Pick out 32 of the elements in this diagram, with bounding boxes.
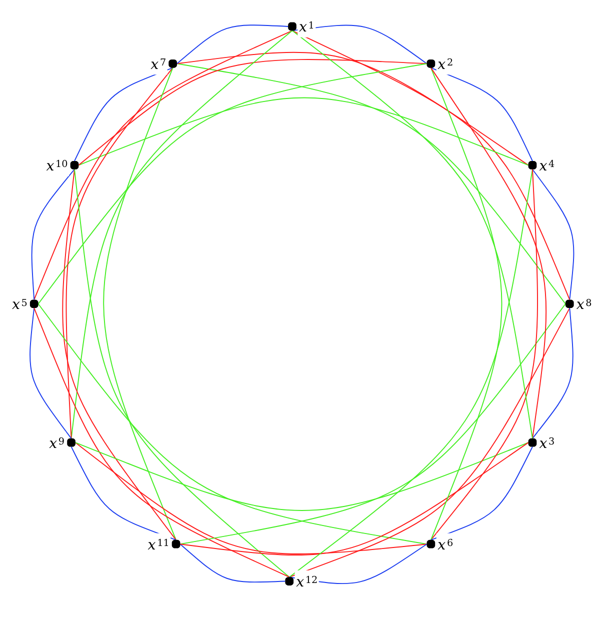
- connector: [532, 168, 574, 300]
- connector: [74, 67, 174, 162]
- connector: [103, 67, 176, 540]
- connector: [38, 303, 428, 545]
- connector: [31, 168, 75, 300]
- connector: [176, 63, 566, 304]
- connector: [176, 24, 289, 64]
- connector: [70, 446, 176, 540]
- connector: [288, 168, 533, 578]
- connector: [176, 52, 529, 166]
- connector: [34, 30, 293, 300]
- connector: [180, 544, 286, 583]
- connector: [70, 30, 293, 439]
- connector: [66, 67, 174, 439]
- connector: [78, 59, 428, 166]
- connector: [34, 308, 290, 578]
- connector: [430, 168, 538, 540]
- connector: [74, 442, 529, 511]
- connector: [180, 303, 566, 545]
- connector: [430, 67, 502, 540]
- connector: [288, 308, 570, 578]
- connector: [62, 168, 176, 540]
- connector: [292, 30, 570, 300]
- connector: [292, 30, 533, 439]
- connector: [78, 97, 529, 166]
- connector: [430, 67, 533, 162]
- connector: [30, 308, 72, 439]
- connector: [74, 168, 290, 578]
- connector: [430, 67, 546, 439]
- connector: [430, 446, 533, 540]
- connector: [532, 308, 574, 439]
- connector: [38, 63, 428, 304]
